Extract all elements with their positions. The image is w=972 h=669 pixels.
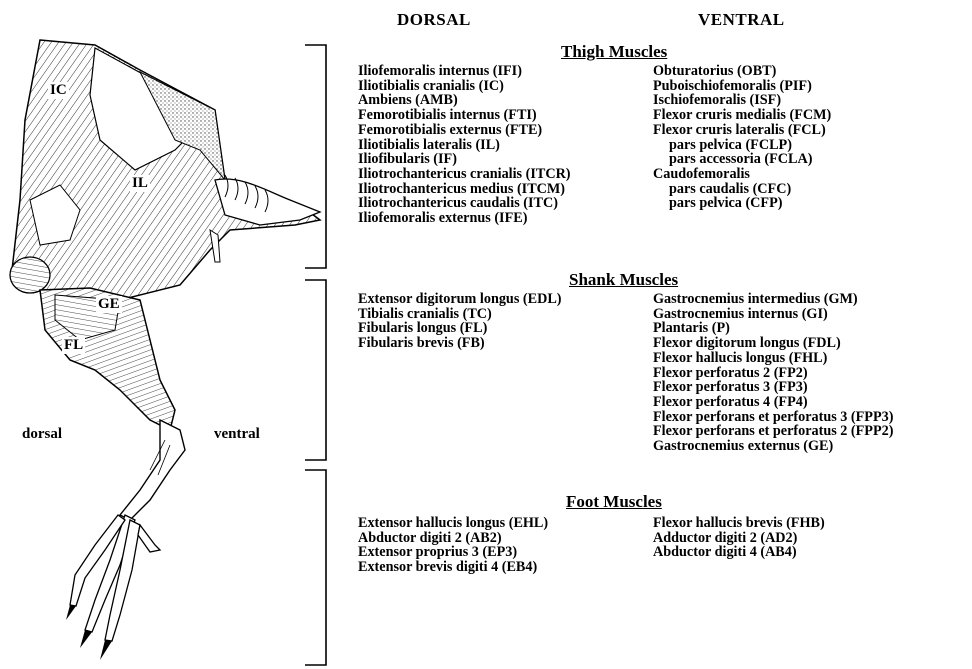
list-item: Iliofemoralis externus (IFE) — [358, 211, 571, 226]
list-item: Iliotrochantericus medius (ITCM) — [358, 182, 571, 197]
thigh-muscle-shape — [12, 40, 320, 300]
list-item: Puboischiofemoralis (PIF) — [653, 79, 831, 94]
toe-shape — [138, 525, 160, 552]
list-item: Flexor cruris medialis (FCM) — [653, 108, 831, 123]
list-item: Extensor digitorum longus (EDL) — [358, 292, 562, 307]
list-item: Femorotibialis externus (FTE) — [358, 123, 571, 138]
list-item: Iliotrochantericus cranialis (ITCR) — [358, 167, 571, 182]
list-item: Flexor digitorum longus (FDL) — [653, 336, 893, 351]
list-item: Tibialis cranialis (TC) — [358, 307, 562, 322]
list-item: Gastrocnemius internus (GI) — [653, 307, 893, 322]
list-item: Flexor hallucis longus (FHL) — [653, 351, 893, 366]
thigh-bracket — [305, 45, 326, 268]
list-item: Abductor digiti 2 (AB2) — [358, 531, 548, 546]
label-dorsal-side: dorsal — [22, 426, 62, 443]
knee-shape — [10, 257, 50, 293]
list-item: Iliotibialis lateralis (IL) — [358, 138, 571, 153]
list-item: Iliotrochantericus caudalis (ITC) — [358, 196, 571, 211]
label-fl: FL — [62, 337, 85, 354]
foot-ventral-list: Flexor hallucis brevis (FHB) Adductor di… — [653, 516, 825, 560]
list-item: Iliofibularis (IF) — [358, 152, 571, 167]
tarsus-shape — [120, 420, 185, 520]
list-item: Plantaris (P) — [653, 321, 893, 336]
list-item: Fibularis brevis (FB) — [358, 336, 562, 351]
list-item: pars pelvica (CFP) — [653, 196, 831, 211]
list-item: Extensor brevis digiti 4 (EB4) — [358, 560, 548, 575]
list-item: Ambiens (AMB) — [358, 93, 571, 108]
list-item: Flexor perforatus 2 (FP2) — [653, 366, 893, 381]
list-item: Flexor hallucis brevis (FHB) — [653, 516, 825, 531]
thigh-ventral-list: Obturatorius (OBT) Puboischiofemoralis (… — [653, 64, 831, 211]
shank-ventral-list: Gastrocnemius intermedius (GM) Gastrocne… — [653, 292, 893, 454]
leg-muscle-illustration — [0, 0, 340, 669]
list-item: pars caudalis (CFC) — [653, 182, 831, 197]
foot-bracket — [305, 470, 326, 665]
list-item: Flexor perforans et perforatus 2 (FPP2) — [653, 424, 893, 439]
label-ic: IC — [48, 82, 69, 99]
list-item: Ischiofemoralis (ISF) — [653, 93, 831, 108]
list-item: Abductor digiti 4 (AB4) — [653, 545, 825, 560]
list-item: Fibularis longus (FL) — [358, 321, 562, 336]
shank-section-title: Shank Muscles — [569, 270, 678, 290]
list-item: Caudofemoralis — [653, 167, 831, 182]
shank-bracket — [305, 280, 326, 460]
list-item: Iliofemoralis internus (IFI) — [358, 64, 571, 79]
list-item: Flexor perforans et perforatus 3 (FPP3) — [653, 410, 893, 425]
thigh-section-title: Thigh Muscles — [561, 42, 667, 62]
list-item: Gastrocnemius externus (GE) — [653, 439, 893, 454]
list-item: Flexor perforatus 3 (FP3) — [653, 380, 893, 395]
label-ge: GE — [96, 296, 122, 313]
list-item: Adductor digiti 2 (AD2) — [653, 531, 825, 546]
list-item: Iliotibialis cranialis (IC) — [358, 79, 571, 94]
list-item: Flexor perforatus 4 (FP4) — [653, 395, 893, 410]
foot-section-title: Foot Muscles — [566, 492, 662, 512]
label-ventral-side: ventral — [214, 426, 260, 443]
dorsal-header: DORSAL — [397, 10, 471, 30]
list-item: pars accessoria (FCLA) — [653, 152, 831, 167]
foot-dorsal-list: Extensor hallucis longus (EHL) Abductor … — [358, 516, 548, 575]
list-item: Extensor proprius 3 (EP3) — [358, 545, 548, 560]
list-item: Flexor cruris lateralis (FCL) — [653, 123, 831, 138]
list-item: pars pelvica (FCLP) — [653, 138, 831, 153]
list-item: Gastrocnemius intermedius (GM) — [653, 292, 893, 307]
list-item: Extensor hallucis longus (EHL) — [358, 516, 548, 531]
list-item: Femorotibialis internus (FTI) — [358, 108, 571, 123]
shank-dorsal-list: Extensor digitorum longus (EDL) Tibialis… — [358, 292, 562, 351]
ventral-header: VENTRAL — [698, 10, 785, 30]
thigh-dorsal-list: Iliofemoralis internus (IFI) Iliotibiali… — [358, 64, 571, 226]
list-item: Obturatorius (OBT) — [653, 64, 831, 79]
label-il: IL — [130, 175, 150, 192]
